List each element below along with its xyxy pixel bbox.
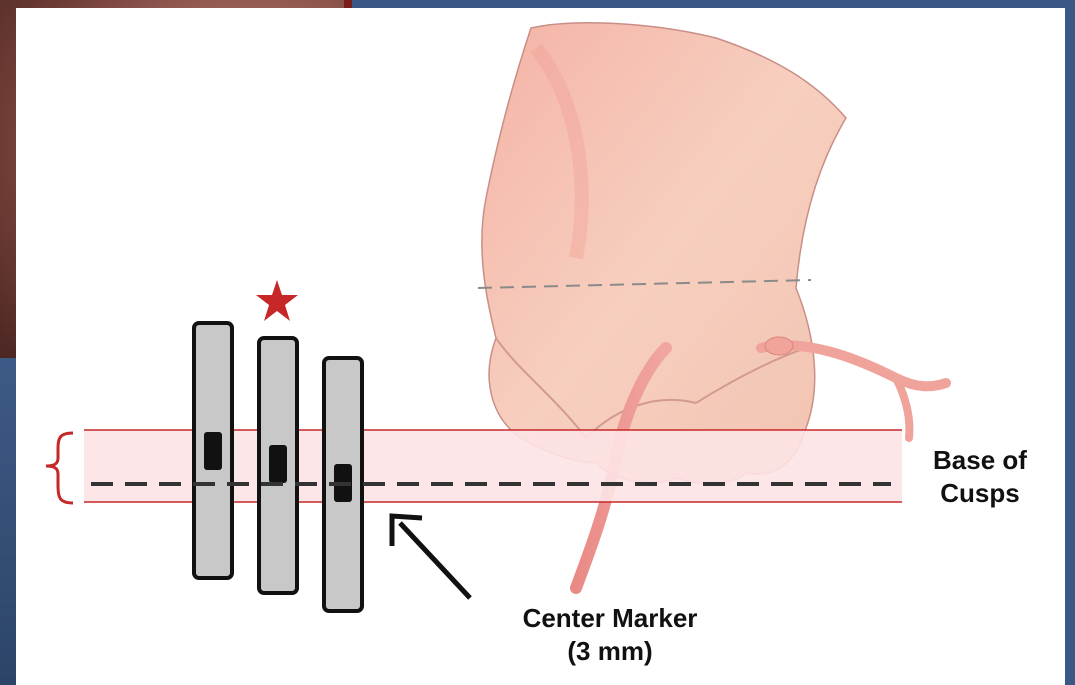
base-of-cusps-line2: Cusps <box>905 477 1055 510</box>
center-marker-label: Center Marker (3 mm) <box>470 602 750 667</box>
base-of-cusps-line1: Base of <box>905 444 1055 477</box>
center-marker-line2: (3 mm) <box>470 635 750 668</box>
bracket-icon <box>46 433 73 503</box>
base-of-cusps-label: Base of Cusps <box>905 444 1055 509</box>
center-marker-line1: Center Marker <box>470 602 750 635</box>
diagram-panel <box>16 8 1065 685</box>
star-icon <box>256 280 298 321</box>
coronary-ostium <box>765 337 793 355</box>
arrow-icon <box>400 523 470 598</box>
diagram-canvas <box>16 8 1065 685</box>
aortic-root-illustration <box>482 23 846 484</box>
device-1-marker <box>204 432 222 470</box>
device-2-marker <box>269 445 287 483</box>
